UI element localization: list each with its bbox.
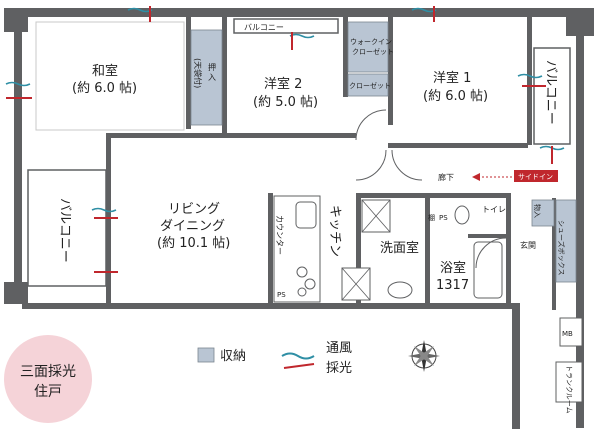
stove-burner <box>304 278 316 290</box>
side-in-label: サイドイン <box>518 173 553 181</box>
oshiire-name-2: 入 <box>208 73 216 82</box>
badge-line2: 住戸 <box>34 384 62 400</box>
mono-ire-storage <box>531 199 555 227</box>
balcony-right-label: バルコニー <box>543 60 558 125</box>
yokushitsu-label: 浴室 <box>440 260 466 276</box>
walkin-closet-storage <box>347 21 389 73</box>
kitchen-sink <box>295 201 317 229</box>
closet-label: クローゼット <box>349 81 391 90</box>
yokushitsu-size: 1317 <box>436 278 469 293</box>
legend-storage-label: 収納 <box>220 349 246 364</box>
legend-storage-swatch <box>197 347 215 363</box>
toilet-fixture <box>454 205 470 225</box>
walls <box>4 8 594 429</box>
side-in-badge <box>514 170 558 182</box>
washitsu-size: (約 6.0 帖) <box>72 81 137 96</box>
trunk-room-label: トランクルーム <box>565 365 573 414</box>
trunk-room-box <box>555 361 583 403</box>
legend-ventilation-icon <box>281 352 315 360</box>
ventilation-markers <box>5 7 565 213</box>
oshiire-sub: (天袋付) <box>193 58 203 88</box>
legend-daylight-label: 採光 <box>326 361 352 376</box>
senmen-label: 洗面室 <box>380 240 419 256</box>
rouka-label: 廊下 <box>438 172 454 182</box>
stove-burner <box>296 266 308 278</box>
yoshitsu1-size: (約 6.0 帖) <box>423 89 488 104</box>
living-line2: ダイニング <box>160 219 225 234</box>
shoe-box-label: シューズボックス <box>557 220 566 275</box>
washitsu-name: 和室 <box>92 63 118 79</box>
living-line1: リビング <box>168 202 220 217</box>
balcony-right-box <box>533 47 571 145</box>
mb-box <box>559 317 583 347</box>
legend-ventilation-label: 通風 <box>326 341 352 356</box>
walkin-closet-label-1: ウォークイン <box>350 38 392 46</box>
oshiire-name-1: 押 <box>208 62 216 72</box>
badge-line1: 三面採光 <box>20 364 76 380</box>
mono-ire-label: 物入 <box>533 204 542 218</box>
legend-daylight-icon <box>283 363 315 369</box>
kitchen-label: キッチン <box>327 205 342 257</box>
yoshitsu1-name: 洋室 1 <box>433 70 471 86</box>
closet-storage <box>347 73 389 97</box>
balcony-top-box <box>233 18 339 34</box>
living-size: (約 10.1 帖) <box>157 236 230 251</box>
compass-icon <box>408 340 440 372</box>
stove-burner <box>297 287 307 297</box>
balcony-left-label: バルコニー <box>57 198 72 263</box>
ps-label-wash: PS <box>439 214 448 222</box>
genkan-label: 玄関 <box>520 240 536 250</box>
oshiire-storage <box>190 29 223 126</box>
balcony-top-label: バルコニー <box>244 23 284 32</box>
shoe-box-storage <box>555 199 577 283</box>
mb-label: MB <box>562 330 573 338</box>
walkin-closet-label-2: クローゼット <box>352 47 394 56</box>
counter-label: カウンター <box>275 215 284 255</box>
bathtub <box>473 241 503 299</box>
doors <box>355 109 507 269</box>
washitsu-floor <box>35 21 185 131</box>
three-side-light-badge <box>4 335 92 423</box>
yoshitsu2-size: (約 5.0 帖) <box>253 95 318 110</box>
balcony-left-box <box>27 169 107 287</box>
storage-areas <box>190 21 577 283</box>
toilet-label: トイレ <box>482 205 506 214</box>
tana-label: 棚 <box>428 213 435 222</box>
yoshitsu2-name: 洋室 2 <box>264 76 302 92</box>
ps-label-kitchen: PS <box>277 291 286 299</box>
daylight-markers <box>6 6 553 273</box>
wash-basin <box>387 281 413 299</box>
